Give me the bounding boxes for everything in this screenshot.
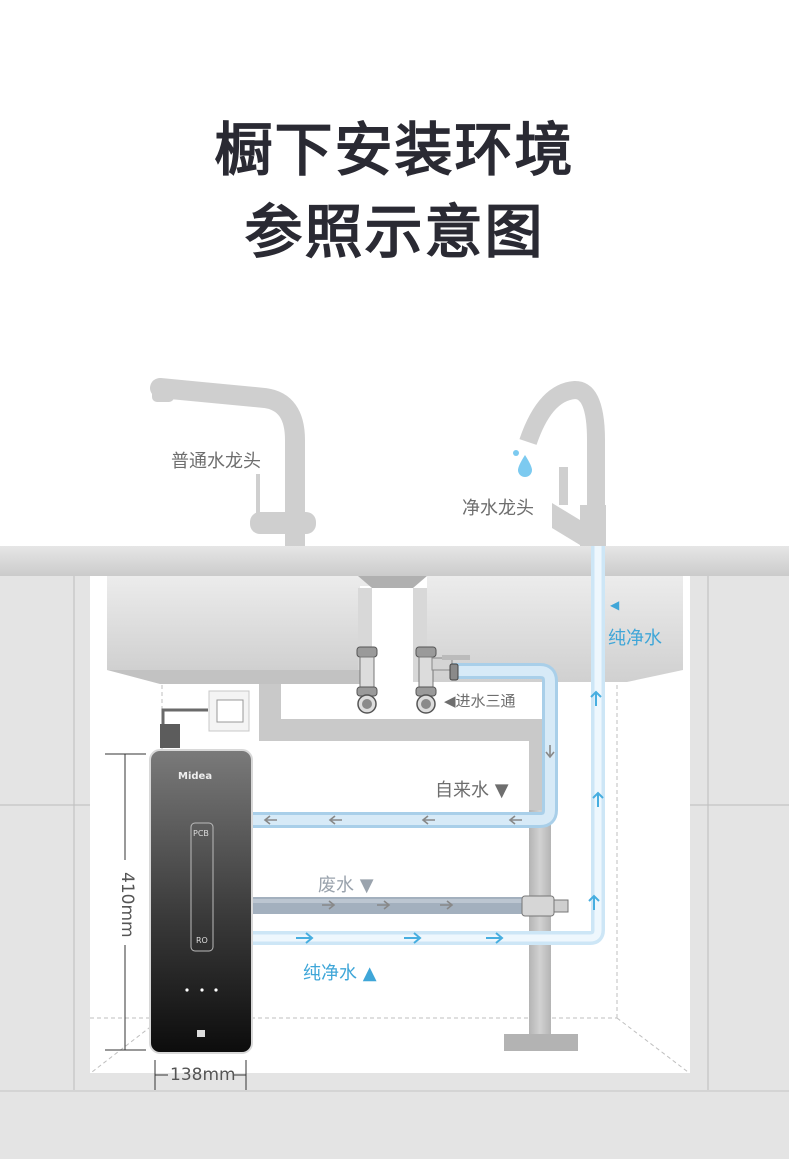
label-pure-water-bottom: 纯净水 ▲ bbox=[303, 963, 377, 984]
indicator-dot bbox=[214, 988, 218, 992]
inlet-tee-valve bbox=[415, 646, 470, 714]
filter-label-top: PCB bbox=[193, 829, 209, 838]
arrow-right-icon bbox=[404, 932, 422, 944]
angle-valve-left bbox=[356, 646, 378, 714]
water-drop-icon bbox=[513, 450, 532, 477]
arrow-up-icon bbox=[590, 690, 602, 706]
arrow-right-icon bbox=[486, 932, 504, 944]
water-purifier-device bbox=[149, 749, 253, 1054]
label-purified-faucet: 净水龙头 bbox=[462, 498, 534, 519]
arrow-down-icon bbox=[545, 745, 555, 759]
purified-faucet-icon bbox=[519, 380, 606, 548]
label-regular-faucet: 普通水龙头 bbox=[171, 451, 261, 472]
label-tap-water: 自来水 ▼ bbox=[435, 780, 509, 801]
title-line-2: 参照示意图 bbox=[244, 198, 545, 266]
title-line-1: 橱下安装环境 bbox=[214, 116, 575, 184]
flow-arrows bbox=[263, 690, 604, 944]
brand-logo: Midea bbox=[178, 771, 213, 782]
pure-water-pipe bbox=[252, 546, 605, 945]
power-socket-icon bbox=[160, 690, 250, 748]
arrow-right-icon bbox=[322, 900, 336, 910]
arrow-up-icon bbox=[588, 894, 600, 910]
filter-label-bottom: RO bbox=[196, 936, 208, 945]
indicator-dot bbox=[200, 988, 204, 992]
drain-pipe bbox=[259, 684, 578, 1051]
height-dimension bbox=[105, 753, 146, 1051]
waste-water-pipe bbox=[252, 895, 569, 917]
label-inlet-tee: ◀进水三通 bbox=[444, 692, 516, 710]
arrow-up-icon bbox=[592, 791, 604, 807]
arrow-left-icon bbox=[508, 815, 522, 825]
label-pure-water-top: 纯净水 bbox=[608, 628, 662, 649]
width-dimension bbox=[154, 1060, 247, 1090]
arrow-left-icon bbox=[263, 815, 277, 825]
arrow-left-icon bbox=[421, 815, 435, 825]
regular-faucet-icon bbox=[150, 378, 316, 558]
arrow-right-icon bbox=[296, 932, 314, 944]
certification-icon bbox=[197, 1030, 205, 1037]
sink-basin bbox=[107, 576, 683, 684]
height-dimension-label: 410mm bbox=[117, 872, 137, 938]
indicator-dot bbox=[185, 988, 189, 992]
label-waste-water: 废水 ▼ bbox=[318, 875, 374, 896]
countertop bbox=[0, 546, 789, 576]
arrow-right-icon bbox=[440, 900, 454, 910]
pure-water-arrow-icon: ◀ bbox=[610, 598, 620, 612]
arrow-left-icon bbox=[328, 815, 342, 825]
arrow-right-icon bbox=[377, 900, 391, 910]
width-dimension-label: 138mm bbox=[170, 1065, 236, 1085]
